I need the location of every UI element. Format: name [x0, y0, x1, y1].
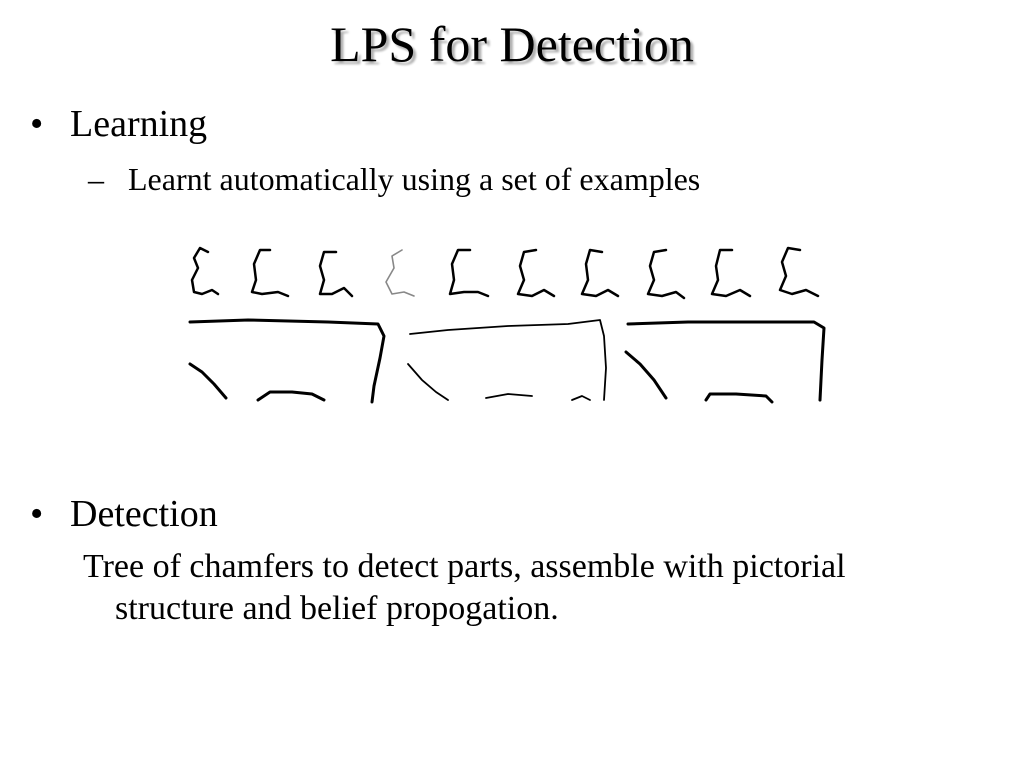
bullet-learning: • Learning — [30, 102, 430, 146]
detection-detail: Tree of chamfers to detect parts, assemb… — [83, 546, 1003, 630]
torso-template-row — [188, 318, 826, 404]
edge-template-examples-image — [188, 246, 826, 404]
bullet-detection: • Detection — [30, 492, 430, 536]
bullet-marker: • — [30, 103, 44, 145]
slide-title: LPS for Detection — [330, 16, 694, 72]
bullet-marker: • — [30, 493, 44, 535]
detection-detail-line1: Tree of chamfers to detect parts, assemb… — [83, 548, 846, 585]
bullet-label-learning: Learning — [70, 103, 208, 145]
detection-detail-line2: structure and belief propogation. — [115, 590, 559, 627]
hand-template-row — [190, 246, 820, 300]
bullet-label-detection: Detection — [70, 493, 218, 535]
sub-bullet-marker: – — [88, 161, 104, 197]
sub-bullet-text: Learnt automatically using a set of exam… — [128, 161, 701, 197]
sub-bullet-learning: – Learnt automatically using a set of ex… — [88, 160, 700, 198]
